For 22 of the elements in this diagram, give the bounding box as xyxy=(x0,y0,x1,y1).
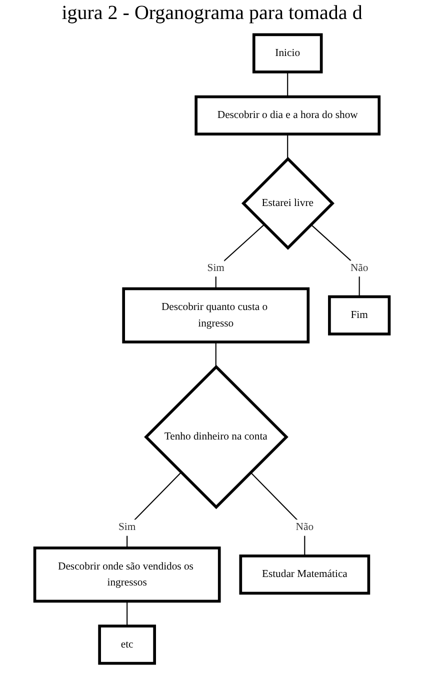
node-diamond: Estarei livre xyxy=(241,156,334,250)
node-box: Descobrir onde são vendidos os ingressos xyxy=(33,546,221,603)
node-box: etc xyxy=(98,624,156,665)
connector xyxy=(215,342,216,367)
edge-label: Não xyxy=(296,522,314,534)
connector xyxy=(126,472,182,548)
connector xyxy=(287,72,288,97)
connector xyxy=(126,601,128,626)
connector xyxy=(287,134,288,159)
node-box: Estudar Matemática xyxy=(239,554,370,595)
edge-label: Não xyxy=(350,262,368,274)
edge-label: Sim xyxy=(118,522,136,534)
connector xyxy=(310,224,360,297)
node-box: Descobrir quanto custa o ingresso xyxy=(122,287,310,344)
edge-label: Sim xyxy=(207,262,224,274)
node-box: Inicio xyxy=(252,33,323,74)
node-box: Descobrir o dia e a hora do show xyxy=(194,95,381,136)
node-box: Fim xyxy=(328,295,391,336)
figure-title: igura 2 - Organograma para tomada d xyxy=(60,2,364,25)
connector xyxy=(215,224,265,289)
node-diamond: Tenho dinheiro na conta xyxy=(144,364,288,510)
connector xyxy=(250,472,306,556)
